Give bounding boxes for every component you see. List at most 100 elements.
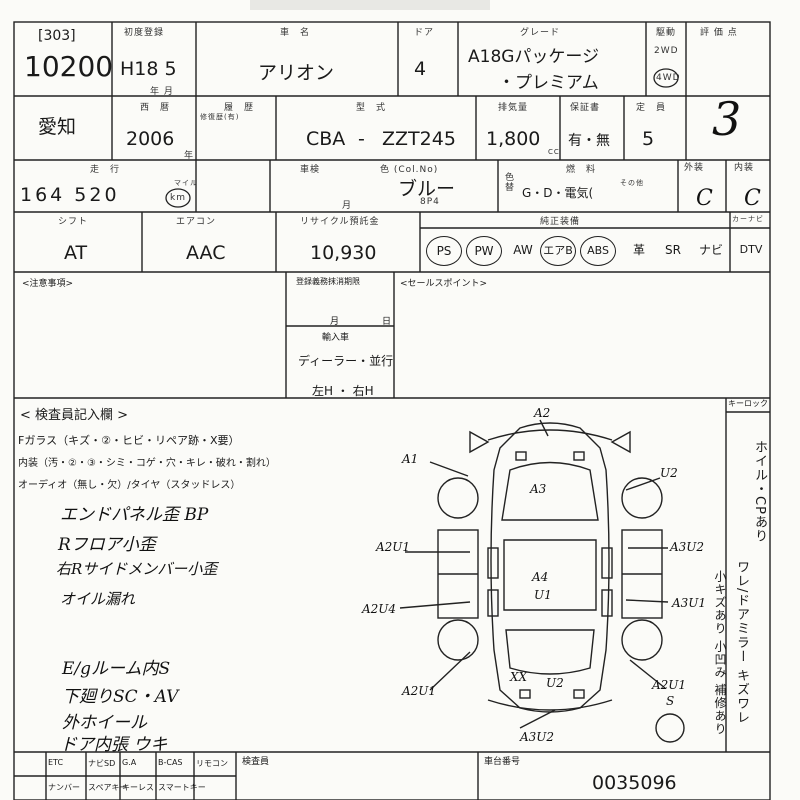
grade-label: グレード	[520, 28, 561, 38]
registration-label: 登録義務抹消期限	[296, 277, 360, 286]
car-name: アリオン	[258, 62, 335, 84]
model-prefix: CBA	[306, 128, 346, 150]
handwritten-note-7: 外ホイール	[62, 713, 147, 733]
footer-option2-3: スマートキー	[158, 783, 206, 792]
handwritten-note-4: オイル漏れ	[60, 590, 136, 608]
car-diagram	[399, 419, 685, 743]
footer-option-0: ETC	[48, 758, 64, 767]
equipment-item-6: SR	[665, 243, 681, 257]
score-value: 3	[712, 92, 742, 146]
interior-value: C	[744, 186, 761, 211]
drive-label: 駆動	[656, 28, 677, 38]
mark-front-right: U2	[660, 466, 678, 480]
mark-trunk-xx: XX	[510, 670, 528, 684]
import-value: ディーラー・並行	[298, 354, 394, 368]
mark-roof-u1: U1	[534, 588, 552, 602]
footer-option2-0: ナンバー	[48, 783, 80, 792]
audio-line: オーディオ（無し・欠）/タイヤ（スタッドレス）	[18, 480, 241, 491]
handwritten-note-5: E/gルーム内S	[62, 659, 171, 679]
mileage-value: 164 520	[20, 184, 120, 206]
import-label: 輸入車	[322, 333, 350, 343]
footer-option-1: ナビSD	[88, 759, 116, 768]
model-dash: -	[358, 128, 365, 150]
history-label: 履 歴	[224, 103, 255, 113]
history-sub: 修復歴(有)	[200, 113, 240, 121]
equipment-item-2: AW	[513, 243, 533, 257]
handwritten-note-6: 下廻りSC・AV	[62, 687, 179, 707]
handwritten-note-3: 右Rサイドメンバー小歪	[56, 560, 218, 578]
right-vertical-1: ホイル・CPあり	[752, 440, 767, 543]
color-change-label: 色替	[503, 172, 513, 192]
handwritten-note-8: ドア内張 ウキ	[60, 735, 168, 755]
chassis-number: 0035096	[592, 772, 677, 794]
chassis-label: 車台番号	[484, 757, 521, 767]
mark-right-rear-door: A3U1	[672, 596, 707, 610]
fuel-value: G・D・電気(	[522, 186, 594, 200]
equipment-label: 純正装備	[540, 217, 581, 227]
capacity-value: 5	[642, 128, 655, 150]
color-label: 色 (Col.No)	[380, 165, 439, 175]
mark-trunk-u2: U2	[546, 676, 564, 690]
drive-4wd: 4WD	[656, 73, 681, 83]
glass-line: Fガラス（キズ・②・ヒビ・リペア跡・X要）	[18, 434, 240, 447]
mark-rear-right-s: S	[666, 694, 675, 708]
doors-label: ドア	[414, 28, 435, 38]
warranty-label: 保証書	[570, 103, 601, 113]
footer-option-4: リモコン	[196, 759, 228, 768]
equipment-item-5: 革	[632, 243, 645, 257]
shift-value: AT	[64, 242, 88, 264]
car-name-label: 車 名	[280, 28, 311, 38]
lot-number: 10200	[24, 50, 114, 83]
color-value: ブルー	[398, 178, 456, 200]
mark-front-left: A1	[402, 452, 419, 466]
warranty-value: 有・無	[568, 133, 610, 149]
mark-left-front-door: A2U1	[376, 540, 411, 554]
handle-value: 左H ・ 右H	[312, 384, 374, 398]
drive-2wd: 2WD	[654, 46, 679, 56]
color-code: 8P4	[420, 197, 440, 207]
mileage-unit-top: マイル	[174, 179, 198, 187]
footer-option2-2: キーレス	[122, 783, 154, 792]
year-value: 2006	[126, 128, 175, 150]
footer-option-3: B-CAS	[158, 758, 183, 767]
first-reg-value: H18 5	[120, 58, 177, 80]
registration-month: 月	[330, 317, 340, 327]
exterior-value: C	[696, 186, 713, 211]
interior-label: 内装	[734, 163, 755, 173]
handwritten-note-1: エンドパネル歪 BP	[60, 505, 209, 525]
displacement-unit: CC	[548, 148, 560, 156]
caution-label: <注意事項>	[22, 279, 74, 289]
aircon-label: エアコン	[176, 217, 217, 227]
mark-left-rear-door: A2U4	[362, 602, 397, 616]
doors-value: 4	[414, 58, 427, 80]
equipment-item-8: DTV	[739, 243, 763, 256]
mark-roof: A4	[532, 570, 549, 584]
mileage-unit: km	[170, 193, 186, 203]
carnavi-label: カーナビ	[732, 215, 764, 223]
handwritten-note-2: Rフロア小歪	[58, 535, 156, 555]
recycle-label: リサイクル預託金	[300, 217, 380, 227]
year-unit: 年	[184, 151, 195, 161]
mark-front-bumper: A2	[534, 406, 551, 420]
mark-rear-bumper: A3U2	[520, 730, 555, 744]
capacity-label: 定 員	[636, 103, 667, 113]
grade-line2: ・プレミアム	[498, 73, 599, 93]
inspector-label: 検査員	[242, 757, 270, 767]
aircon-value: AAC	[186, 242, 226, 264]
recycle-value: 10,930	[310, 242, 377, 264]
first-reg-label: 初度登録	[124, 28, 165, 38]
interior-line: 内装（汚・②・③・シミ・コゲ・穴・キレ・破れ・割れ）	[18, 458, 276, 469]
equipment-item-7: ナビ	[698, 243, 723, 257]
registration-day: 日	[382, 317, 392, 327]
equipment-item-1: PW	[466, 236, 502, 266]
shaken-month: 月	[342, 201, 353, 211]
displacement-value: 1,800	[486, 128, 541, 150]
exterior-label: 外装	[684, 163, 705, 173]
equipment-item-4: ABS	[580, 236, 616, 266]
fuel-other: その他	[620, 179, 644, 187]
year-label: 西 暦	[140, 103, 171, 113]
shift-label: シフト	[58, 217, 89, 227]
fuel-label: 燃 料	[566, 165, 597, 175]
mark-hood: A3	[530, 482, 547, 496]
